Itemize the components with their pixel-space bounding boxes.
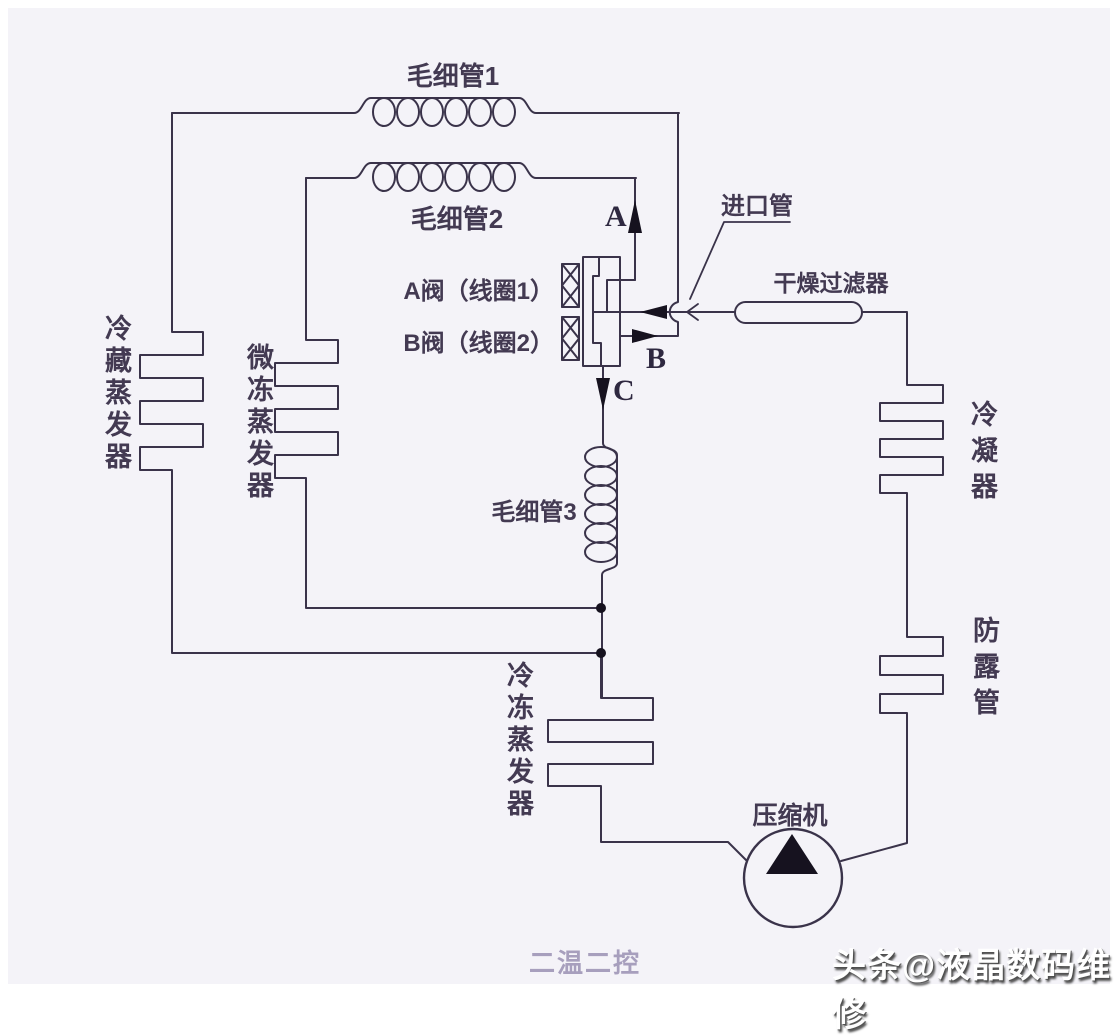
valve-coil-a-symbol bbox=[561, 263, 580, 308]
label-port-c: C bbox=[613, 374, 635, 407]
label-port-a: A bbox=[605, 200, 627, 233]
fridge-evaporator-coil bbox=[139, 112, 602, 654]
label-inlet-pipe: 进口管 bbox=[721, 193, 793, 220]
label-valve-a: A阀（线圈1） bbox=[403, 278, 554, 305]
capillary2-pipe bbox=[305, 162, 637, 179]
label-freezer-evaporator: 冷冻蒸发器 bbox=[503, 661, 533, 821]
inlet-pipe-crimp bbox=[686, 303, 699, 321]
arrow-c-down bbox=[596, 378, 610, 410]
label-dry-filter: 干燥过滤器 bbox=[773, 270, 889, 296]
arrow-b-right bbox=[632, 329, 658, 343]
label-antidew-pipe: 防露管 bbox=[969, 616, 999, 724]
port-b-line bbox=[619, 112, 679, 337]
label-capillary1: 毛细管1 bbox=[406, 61, 500, 91]
junction-dot-lower bbox=[596, 648, 606, 658]
microfreeze-evaporator-coil bbox=[274, 177, 602, 609]
label-condenser: 冷凝器 bbox=[967, 400, 997, 508]
dry-filter-capsule bbox=[734, 301, 863, 324]
watermark: 头条@液晶数码维修 bbox=[832, 947, 1112, 1034]
refrigeration-diagram bbox=[139, 97, 944, 929]
label-microfreeze-evaporator: 微冻蒸发器 bbox=[243, 343, 273, 503]
arrow-inlet-left bbox=[640, 305, 667, 319]
capillary1-pipe bbox=[171, 97, 680, 114]
compressor-circle bbox=[742, 827, 844, 929]
compressor-triangle bbox=[766, 834, 818, 874]
condenser-and-antidew-coil bbox=[840, 312, 944, 862]
capillary2-coil bbox=[372, 162, 516, 192]
label-capillary3: 毛细管3 bbox=[491, 499, 577, 526]
label-fridge-evaporator: 冷藏蒸发器 bbox=[101, 314, 131, 474]
solenoid-valve-passages bbox=[592, 257, 636, 367]
capillary3-coil bbox=[584, 446, 618, 563]
label-valve-b: B阀（线圈2） bbox=[403, 330, 554, 357]
capillary3-pipe bbox=[601, 365, 618, 699]
diagram-caption: 二温二控 bbox=[528, 948, 642, 978]
inlet-pipe-leader bbox=[689, 221, 791, 300]
junction-dot-upper bbox=[596, 603, 606, 613]
freezer-evaporator-coil bbox=[547, 652, 747, 861]
arrow-a-up bbox=[628, 200, 642, 233]
valve-coil-b-symbol bbox=[561, 316, 580, 361]
refrigeration-circuit-page: { "diagram": { "caption": "二温二控", "water… bbox=[8, 8, 1111, 1034]
diagram-background bbox=[8, 8, 1110, 984]
label-compressor: 压缩机 bbox=[752, 802, 828, 830]
label-capillary2: 毛细管2 bbox=[410, 204, 504, 234]
label-port-b: B bbox=[646, 342, 667, 375]
capillary1-coil bbox=[372, 97, 516, 127]
